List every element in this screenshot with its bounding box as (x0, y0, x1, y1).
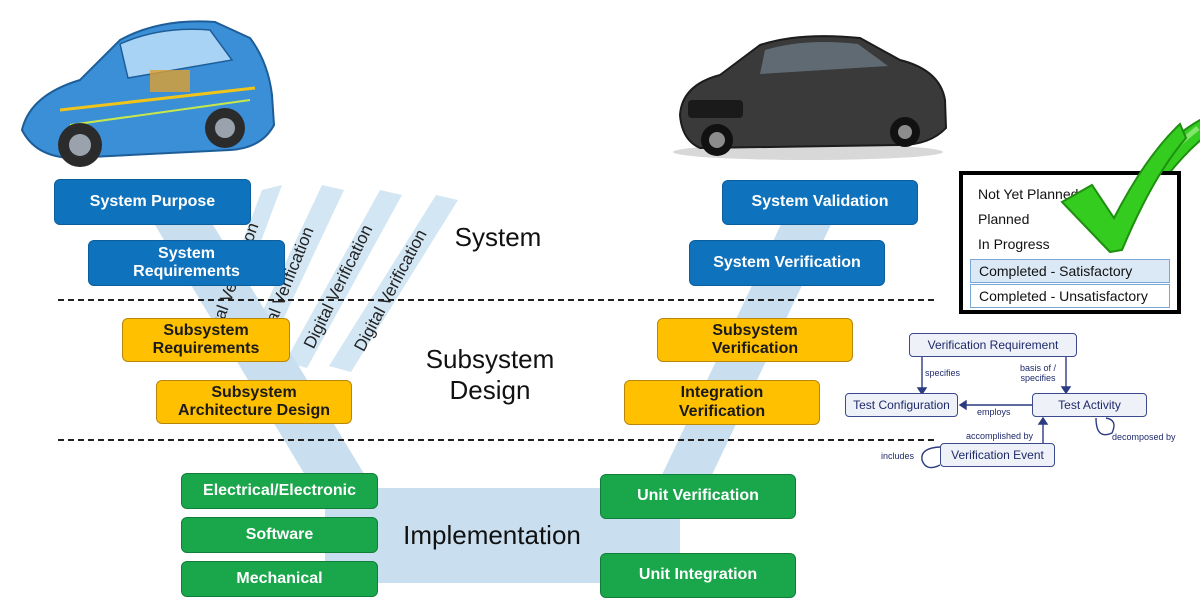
system-verification-box[interactable]: System Verification (689, 240, 885, 286)
relation-specifies: specifies (925, 368, 961, 378)
relation-decomposed-by: decomposed by (1112, 432, 1176, 442)
verification-event-node[interactable]: Verification Event (940, 443, 1055, 467)
electrical-electronic-box[interactable]: Electrical/Electronic (181, 473, 378, 509)
subsystem-requirements-box[interactable]: Subsystem Requirements (122, 318, 290, 362)
status-item-in-progress[interactable]: In Progress (978, 236, 1050, 252)
status-item-completed-satisfactory[interactable]: Completed - Satisfactory (970, 259, 1170, 283)
unit-integration-box[interactable]: Unit Integration (600, 553, 796, 598)
mechanical-box[interactable]: Mechanical (181, 561, 378, 597)
status-item-completed-unsatisfactory[interactable]: Completed - Unsatisfactory (970, 284, 1170, 308)
digital-band-2 (243, 185, 344, 358)
model-connectors (916, 357, 1115, 469)
relation-includes: includes (881, 451, 915, 461)
level-implementation-label: Implementation (403, 520, 581, 550)
status-item-not-yet-planned[interactable]: Not Yet Planned (978, 186, 1079, 202)
sedan-car-illustration (673, 35, 948, 160)
system-purpose-box[interactable]: System Purpose (54, 179, 251, 225)
system-requirements-box[interactable]: System Requirements (88, 240, 285, 286)
level-subsystem-label: Subsystem Design (425, 344, 555, 406)
relation-accomplished-by: accomplished by (966, 431, 1034, 441)
system-validation-box[interactable]: System Validation (722, 180, 918, 225)
car-cutaway-illustration (20, 20, 276, 167)
subsystem-verification-box[interactable]: Subsystem Verification (657, 318, 853, 362)
digital-band-3 (285, 190, 402, 368)
test-configuration-node[interactable]: Test Configuration (845, 393, 958, 417)
unit-verification-box[interactable]: Unit Verification (600, 474, 796, 519)
integration-verification-box[interactable]: Integration Verification (624, 380, 820, 425)
relation-basis-of-specifies: basis of / specifies (1019, 363, 1057, 383)
verification-requirement-node[interactable]: Verification Requirement (909, 333, 1077, 357)
checkmark-overlay-icon (1060, 122, 1188, 254)
test-activity-node[interactable]: Test Activity (1032, 393, 1147, 417)
digital-band-4 (329, 195, 458, 372)
subsystem-architecture-box[interactable]: Subsystem Architecture Design (156, 380, 352, 424)
relation-employs: employs (977, 407, 1011, 417)
status-item-planned[interactable]: Planned (978, 211, 1030, 227)
software-box[interactable]: Software (181, 517, 378, 553)
level-system-label: System (454, 222, 542, 252)
